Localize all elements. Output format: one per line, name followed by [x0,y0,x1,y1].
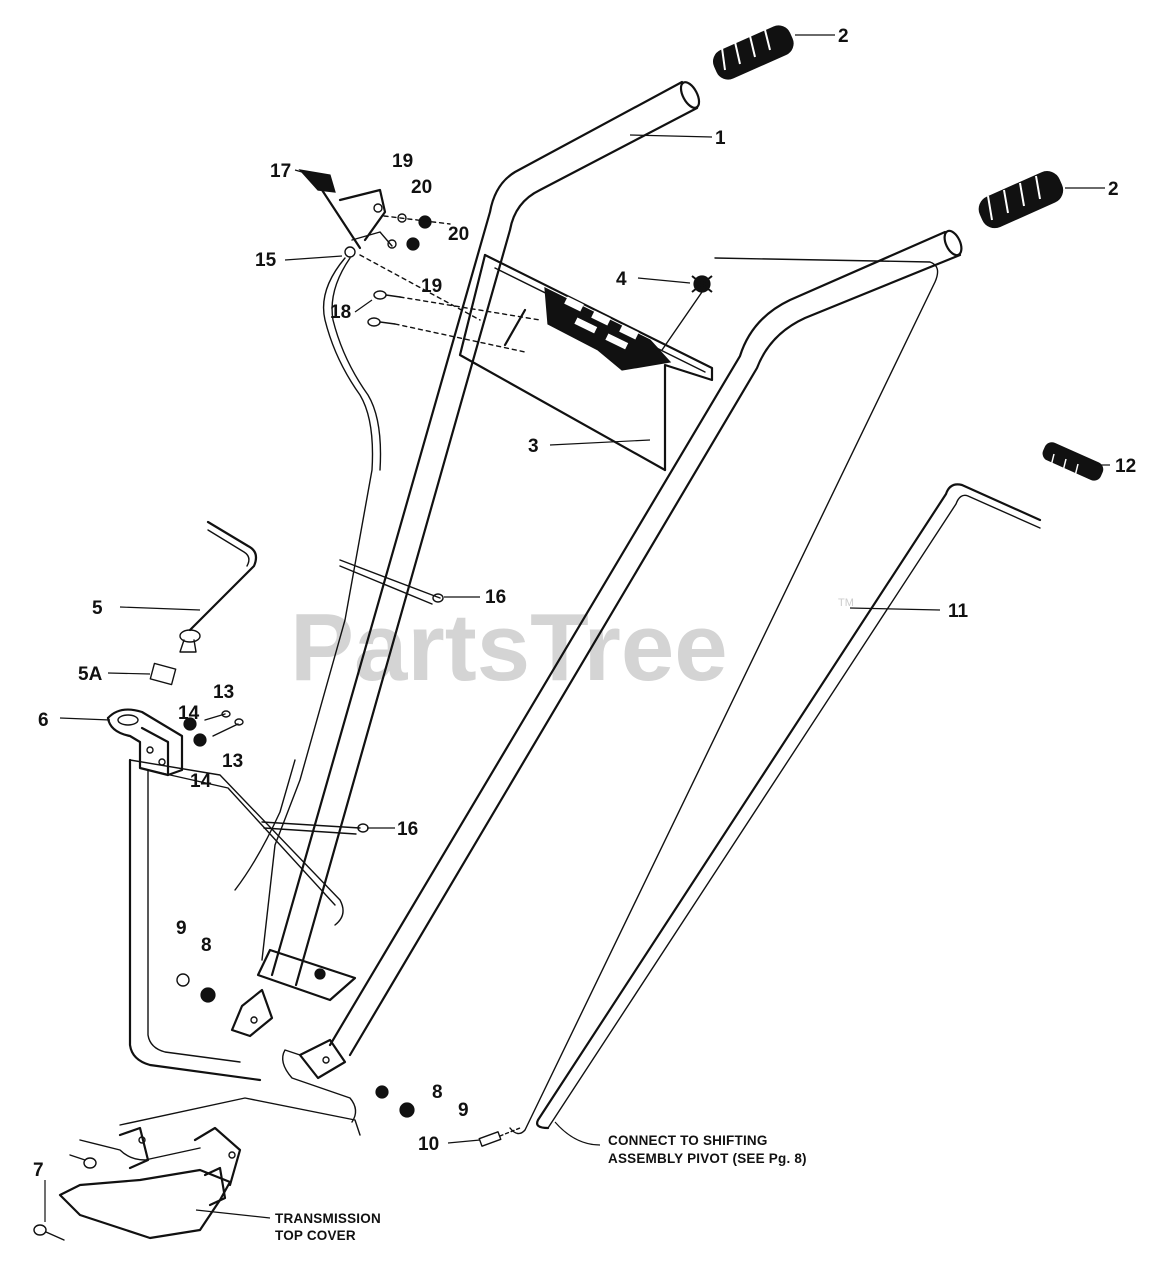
hardware-19-20 [359,213,481,321]
callout-19-lower: 19 [421,276,442,297]
callout-18: 18 [330,302,351,323]
callout-16-upper: 16 [485,587,506,608]
callout-9-left: 9 [176,918,187,939]
callout-7: 7 [33,1160,44,1181]
control-cable [261,257,374,961]
shroud-outline [509,257,939,1135]
hardware-8-9-10 [176,973,521,1147]
notes: CONNECT TO SHIFTING ASSEMBLY PIVOT (SEE … [275,1133,807,1243]
watermark-text: PartsTree [290,594,728,701]
callout-12: 12 [1115,456,1136,477]
note-cover-line2: TOP COVER [275,1228,356,1243]
callout-2-upper: 2 [838,26,849,47]
callout-13-lower: 13 [222,751,243,772]
callout-14-upper: 14 [178,703,200,724]
bracket-part-6 [106,708,184,777]
callout-6: 6 [38,710,49,731]
callout-20-lower: 20 [448,224,469,245]
control-panel-plate [458,253,714,472]
callout-9-right: 9 [458,1100,469,1121]
rod-grip [1042,442,1104,481]
bolts-part-7 [33,1154,97,1241]
callout-3: 3 [528,436,539,457]
transmission-top-cover [58,1097,361,1240]
leader-lines [44,34,1110,1222]
note-shifting-line2: ASSEMBLY PIVOT (SEE Pg. 8) [608,1151,807,1166]
handle-right-foot [282,1038,357,1123]
hardware-13-14 [183,710,244,747]
callout-11: 11 [948,601,969,622]
callout-20-upper: 20 [411,177,432,198]
note-cover-line1: TRANSMISSION [275,1211,381,1226]
handle-left-foot [230,988,274,1038]
lower-frame [128,758,357,1082]
handle-right-tube [328,229,963,1057]
grip-lower [978,171,1064,229]
callout-19-upper: 19 [392,151,413,172]
callout-labels: 2 1 2 17 19 20 20 15 19 4 18 3 12 16 5 1… [33,26,1136,1181]
clutch-lever [298,169,393,258]
callout-1: 1 [715,128,726,149]
callout-5: 5 [92,598,103,619]
shift-lever-part-5 [149,520,258,686]
cable-lower-end [234,759,296,891]
callout-16-lower: 16 [397,819,418,840]
screws-part-18 [367,290,541,353]
callout-2-lower: 2 [1108,179,1119,200]
handle-left-tube [270,80,701,987]
grip-upper [713,25,794,80]
callout-15: 15 [255,250,277,271]
shift-rod [536,483,1042,1130]
note-shifting-line1: CONNECT TO SHIFTING [608,1133,768,1148]
callout-13-upper: 13 [213,682,234,703]
knob-part-4 [661,275,713,351]
callout-14-lower: 14 [190,771,212,792]
callout-8-right: 8 [432,1082,443,1103]
callout-8-left: 8 [201,935,212,956]
callout-17: 17 [270,161,291,182]
callout-5a: 5A [78,664,103,685]
callout-10: 10 [418,1134,439,1155]
watermark-trademark: TM [838,597,854,609]
control-cable-outer [331,257,382,471]
callout-4: 4 [616,269,627,290]
